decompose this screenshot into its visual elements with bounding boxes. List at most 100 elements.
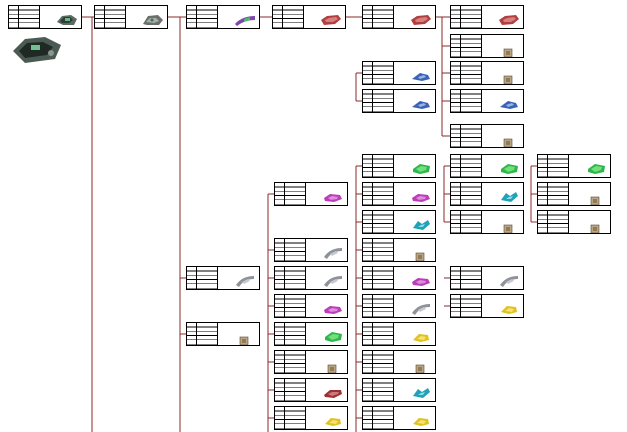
green-part-thumbnail — [498, 161, 520, 175]
purple-part-thumbnail — [410, 273, 432, 287]
part-card-n25[interactable] — [186, 266, 260, 290]
red-part-thumbnail — [322, 385, 344, 399]
part-attribute-grid — [363, 351, 394, 373]
grey-part-thumbnail — [322, 245, 344, 259]
part-attribute-grid — [275, 183, 306, 205]
part-attribute-grid — [95, 6, 126, 28]
block-thumbnail — [503, 219, 513, 233]
part-attribute-grid — [275, 323, 306, 345]
part-card-n26[interactable] — [274, 266, 348, 290]
part-card-n34[interactable] — [274, 322, 348, 346]
part-attribute-grid — [538, 183, 569, 205]
part-attribute-grid — [451, 62, 482, 84]
part-card-n06[interactable] — [450, 5, 524, 29]
part-attribute-grid — [363, 267, 394, 289]
part-attribute-grid — [451, 295, 482, 317]
part-attribute-grid — [187, 323, 218, 345]
part-card-n22[interactable] — [537, 210, 611, 234]
part-attribute-grid — [187, 6, 218, 28]
part-card-n20[interactable] — [362, 210, 436, 234]
part-card-n43[interactable] — [274, 406, 348, 430]
part-attribute-grid — [451, 155, 482, 177]
teal-part-thumbnail — [410, 217, 432, 231]
part-card-n02[interactable] — [94, 5, 168, 29]
grey-part-thumbnail — [234, 273, 256, 287]
part-attribute-grid — [363, 90, 394, 112]
part-card-n21[interactable] — [450, 210, 524, 234]
grey-part-thumbnail — [498, 273, 520, 287]
part-attribute-grid — [9, 6, 40, 28]
part-card-n29[interactable] — [274, 294, 348, 318]
teal-part-thumbnail — [498, 189, 520, 203]
yellow-part-thumbnail — [410, 329, 432, 343]
part-card-n19[interactable] — [537, 182, 611, 206]
part-attribute-grid — [275, 267, 306, 289]
purple-part-thumbnail — [322, 301, 344, 315]
block-thumbnail — [590, 191, 600, 205]
bracket-blue-thumbnail — [498, 96, 520, 110]
part-card-n24[interactable] — [362, 238, 436, 262]
part-card-n16[interactable] — [274, 182, 348, 206]
green-part-thumbnail — [585, 161, 607, 175]
part-attribute-grid — [363, 183, 394, 205]
part-card-n33[interactable] — [186, 322, 260, 346]
part-card-n12[interactable] — [450, 124, 524, 148]
part-card-n30[interactable] — [362, 294, 436, 318]
bracket-blue-thumbnail — [410, 68, 432, 82]
part-card-n39[interactable] — [274, 350, 348, 374]
part-card-n08[interactable] — [450, 61, 524, 85]
part-card-n04[interactable] — [272, 5, 346, 29]
part-attribute-grid — [275, 379, 306, 401]
part-attribute-grid — [363, 6, 394, 28]
part-card-n18[interactable] — [450, 182, 524, 206]
part-attribute-grid — [451, 211, 482, 233]
part-attribute-grid — [451, 35, 482, 57]
part-attribute-grid — [451, 267, 482, 289]
teal-part-thumbnail — [410, 385, 432, 399]
part-card-n01[interactable] — [8, 5, 82, 29]
part-card-n23[interactable] — [274, 238, 348, 262]
part-card-n31[interactable] — [450, 294, 524, 318]
beam-green-thumbnail — [234, 12, 256, 26]
part-card-n07[interactable] — [450, 34, 524, 58]
bracket-blue-thumbnail — [410, 96, 432, 110]
part-card-n38[interactable] — [362, 378, 436, 402]
part-card-n41[interactable] — [274, 378, 348, 402]
assembly-preview-image — [11, 31, 63, 67]
yellow-part-thumbnail — [322, 413, 344, 427]
part-attribute-grid — [363, 155, 394, 177]
part-card-n28[interactable] — [450, 266, 524, 290]
part-attribute-grid — [275, 295, 306, 317]
part-attribute-grid — [363, 211, 394, 233]
block-thumbnail — [415, 359, 425, 373]
part-card-n17[interactable] — [362, 182, 436, 206]
part-card-n42[interactable] — [362, 350, 436, 374]
block-thumbnail — [503, 133, 513, 147]
part-card-n11[interactable] — [450, 89, 524, 113]
part-card-n13[interactable] — [362, 154, 436, 178]
green-part-thumbnail — [322, 329, 344, 343]
part-attribute-grid — [275, 407, 306, 429]
part-card-n05[interactable] — [362, 5, 436, 29]
part-card-n44[interactable] — [362, 406, 436, 430]
part-attribute-grid — [451, 6, 482, 28]
yellow-part-thumbnail — [410, 413, 432, 427]
beam-red-thumbnail — [498, 12, 520, 26]
part-card-n15[interactable] — [537, 154, 611, 178]
part-card-n32[interactable] — [362, 322, 436, 346]
yellow-part-thumbnail — [498, 301, 520, 315]
part-card-n14[interactable] — [450, 154, 524, 178]
part-card-n03[interactable] — [186, 5, 260, 29]
part-attribute-grid — [451, 90, 482, 112]
purple-part-thumbnail — [322, 189, 344, 203]
part-card-n27[interactable] — [362, 266, 436, 290]
part-attribute-grid — [363, 407, 394, 429]
part-attribute-grid — [363, 323, 394, 345]
block-thumbnail — [503, 70, 513, 84]
block-thumbnail — [239, 331, 249, 345]
part-card-n10[interactable] — [362, 89, 436, 113]
part-card-n09[interactable] — [362, 61, 436, 85]
grey-part-thumbnail — [322, 273, 344, 287]
green-part-thumbnail — [410, 161, 432, 175]
